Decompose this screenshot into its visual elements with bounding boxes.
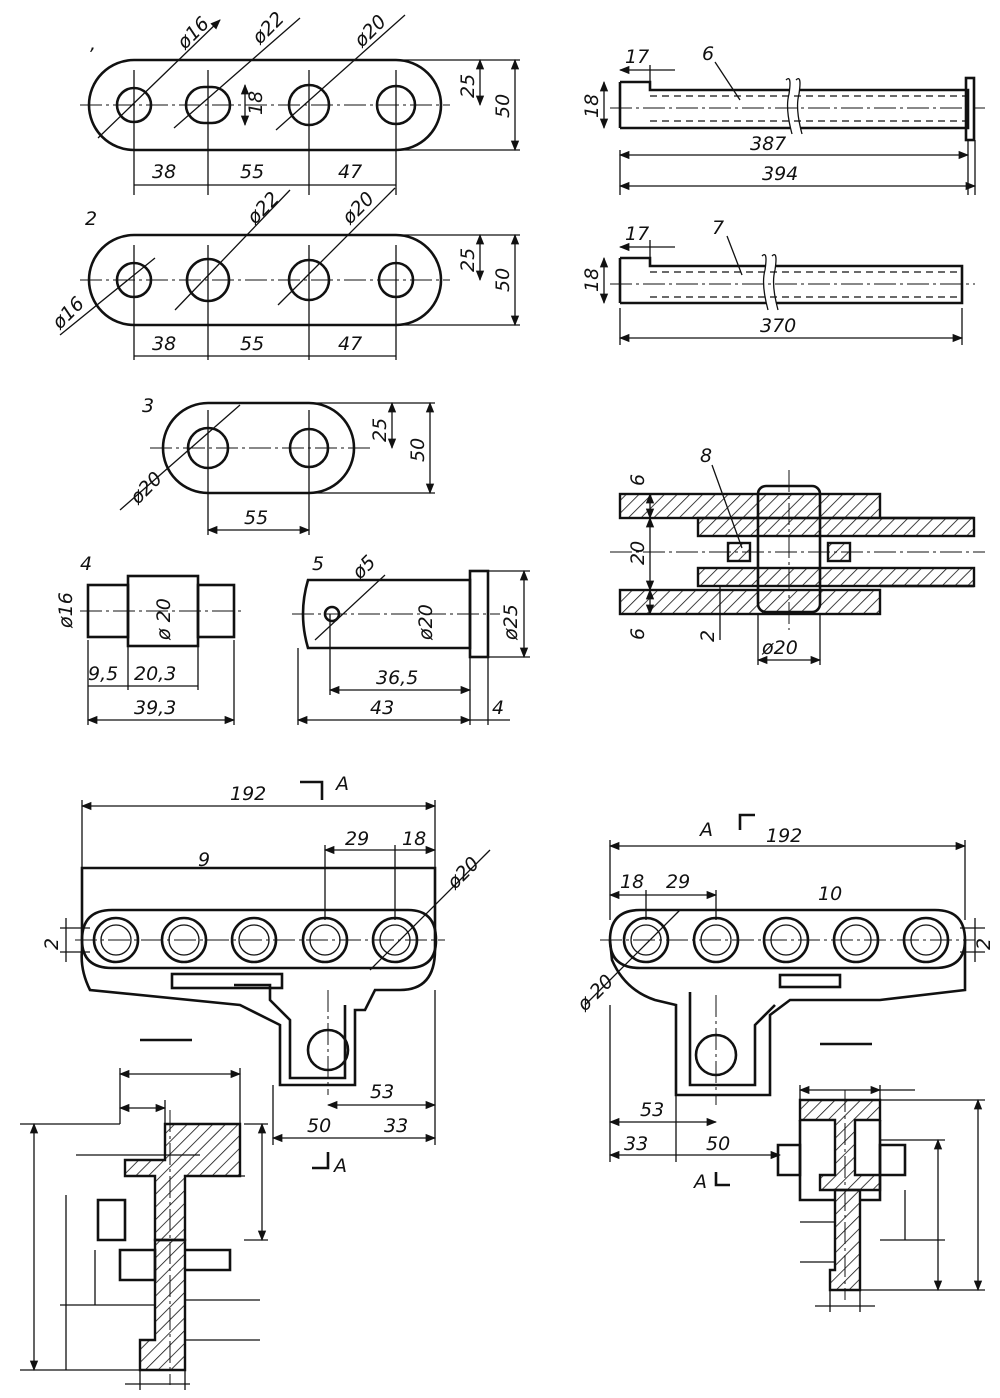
part-8-dim-d20: ø20 [761, 637, 798, 659]
part-10-dim-29: 29 [666, 871, 690, 893]
part-10-label: 10 [818, 883, 842, 905]
part-6-dim-18: 18 [581, 94, 603, 118]
part-10-dim-18: 18 [620, 871, 644, 893]
part-1-label: , [90, 33, 96, 55]
part-1-dim-d22: ø22 [247, 8, 289, 50]
part-9-section-mark-bottom: A [332, 1155, 347, 1177]
part-2-dim-50: 50 [492, 268, 514, 292]
part-8-assembly-section: 8 6 20 6 2 ø20 [610, 445, 985, 665]
part-5-dim-43: 43 [370, 697, 394, 719]
part-9-dim-29: 29 [345, 828, 369, 850]
part-9-dim-50: 50 [307, 1115, 331, 1137]
part-8-dim-6-bottom: 6 [627, 628, 649, 640]
part-3-dim-50: 50 [407, 438, 429, 462]
part-3-dim-25: 25 [369, 418, 391, 442]
part-6-shaft-long: 6 17 18 387 394 [581, 43, 985, 195]
part-10-dim-2: 2 [973, 938, 995, 950]
part-10-bracket: A 192 18 29 10 ø 20 2 53 33 50 A [572, 813, 995, 1193]
part-3-dim-55: 55 [244, 507, 268, 529]
part-8-dim-6-top: 6 [627, 474, 649, 486]
part-2-dim-d22: ø22 [242, 188, 284, 230]
part-1-plate-four-holes: , ø16 ø22 ø20 18 25 50 38 55 47 [80, 8, 520, 195]
part-9-dim-18: 18 [402, 828, 426, 850]
part-2-dim-d16: ø16 [47, 293, 89, 335]
part-3-label: 3 [142, 395, 154, 417]
part-1-dim-d20: ø20 [349, 11, 391, 53]
part-4-label: 4 [80, 553, 92, 575]
part-4-dim-d16: ø16 [55, 592, 77, 629]
part-1-dim-d16: ø16 [172, 13, 214, 55]
part-5-label: 5 [312, 553, 324, 575]
part-2-dim-47: 47 [338, 333, 362, 355]
part-10-section-mark-top: A [698, 819, 713, 841]
part-4-dim-d20: ø 20 [153, 598, 175, 641]
part-10-section-mark-bottom: A [692, 1171, 707, 1193]
part-9-dim-53: 53 [370, 1081, 394, 1103]
part-10-dim-53: 53 [640, 1099, 664, 1121]
part-10-dim-d20: ø 20 [572, 970, 618, 1016]
part-7-label: 7 [712, 217, 724, 239]
part-1-dim-38: 38 [152, 161, 176, 183]
part-2-dim-25: 25 [457, 248, 479, 272]
part-2-dim-38: 38 [152, 333, 176, 355]
part-5-dim-4: 4 [492, 697, 504, 719]
part-9-section-mark-top: A [334, 773, 349, 795]
part-8-dim-20: 20 [627, 541, 649, 565]
part-9-label: 9 [198, 849, 210, 871]
part-10-dim-50: 50 [706, 1133, 730, 1155]
part-8-dim-2: 2 [697, 630, 719, 642]
part-2-dim-55: 55 [240, 333, 264, 355]
part-5-dim-d20: ø20 [415, 604, 437, 641]
part-9-dim-33: 33 [384, 1115, 408, 1137]
part-9-dim-2: 2 [41, 938, 63, 950]
part-2-label: 2 [85, 208, 97, 230]
part-1-dim-25: 25 [457, 74, 479, 98]
part-10-dim-192: 192 [766, 825, 802, 847]
part-3-plate-two-holes: 3 ø20 25 50 55 [119, 395, 435, 535]
part-9-bracket: 9 192 A 29 18 ø20 2 53 50 33 A [41, 773, 491, 1177]
part-4-pin: 4 ø16 ø 20 9,5 20,3 39,3 [55, 553, 245, 725]
part-4-dim-39-3: 39,3 [134, 697, 176, 719]
part-1-dim-18: 18 [245, 91, 267, 115]
part-10-section-a-a [776, 1042, 985, 1312]
part-10-dim-33: 33 [624, 1133, 648, 1155]
part-6-dim-17: 17 [625, 46, 649, 68]
part-4-dim-20-3: 20,3 [134, 663, 176, 685]
part-9-dim-d20: ø20 [442, 853, 484, 895]
part-6-dim-387: 387 [750, 133, 786, 155]
part-9-section-a-a [20, 1038, 268, 1390]
part-2-dim-d20: ø20 [337, 188, 379, 230]
part-6-label: 6 [702, 43, 714, 65]
part-1-dim-47: 47 [338, 161, 362, 183]
part-4-dim-9-5: 9,5 [88, 663, 118, 685]
part-1-dim-55: 55 [240, 161, 264, 183]
part-7-dim-18: 18 [581, 268, 603, 292]
part-5-pin-with-head: 5 ø5 ø20 ø25 36,5 43 4 [292, 551, 530, 725]
part-7-dim-370: 370 [760, 315, 796, 337]
part-6-dim-394: 394 [762, 163, 798, 185]
part-7-shaft-short: 7 17 18 370 [581, 217, 975, 345]
part-5-dim-36-5: 36,5 [376, 667, 418, 689]
part-5-dim-d25: ø25 [500, 604, 522, 641]
part-9-dim-192: 192 [230, 783, 266, 805]
part-7-dim-17: 17 [625, 223, 649, 245]
part-2-plate-four-holes: 2 ø22 ø20 ø16 25 50 38 55 47 [47, 187, 520, 360]
part-8-label: 8 [700, 445, 712, 467]
part-1-dim-50: 50 [492, 94, 514, 118]
